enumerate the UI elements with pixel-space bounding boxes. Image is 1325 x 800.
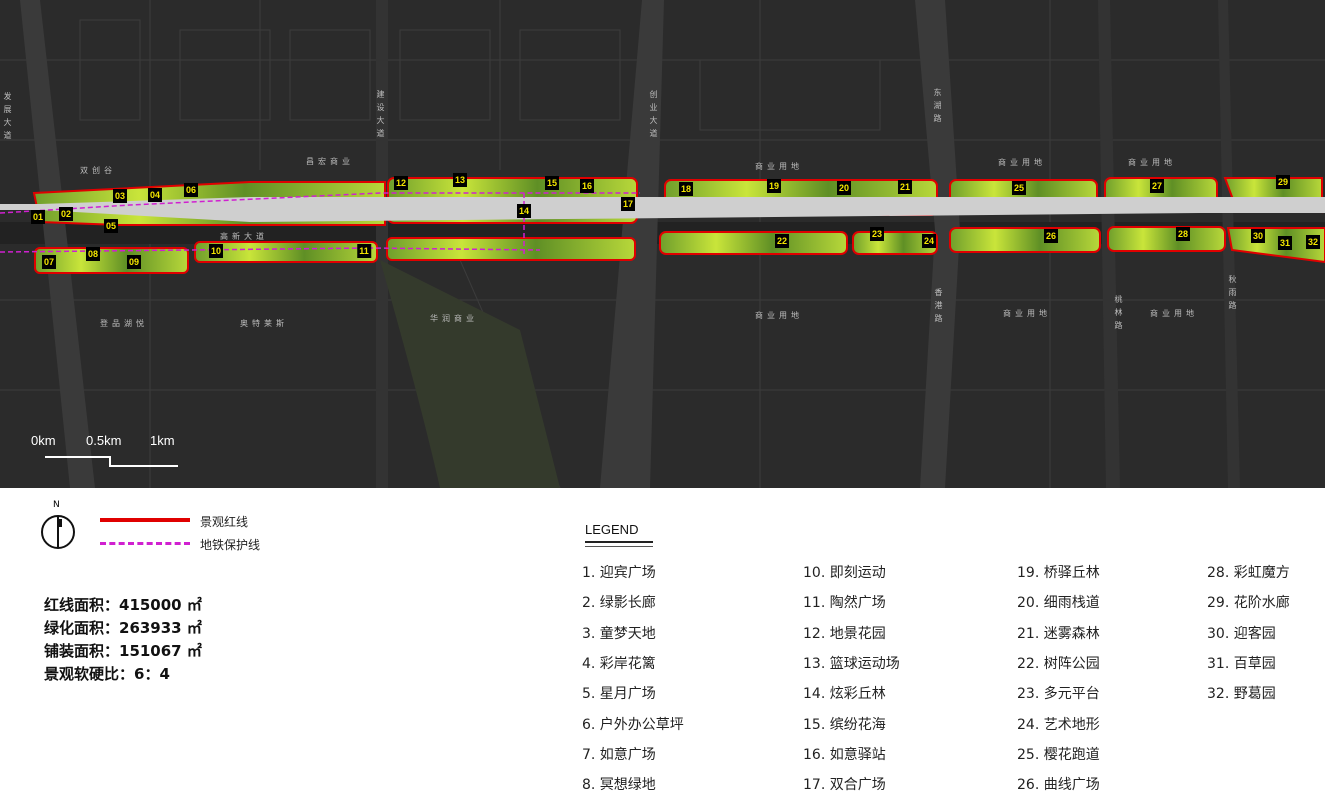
legend-title-underline <box>585 541 653 547</box>
scale-label: 0km <box>31 433 56 448</box>
road-label: 香港路 <box>934 288 943 327</box>
zone-badge: 12 <box>393 176 409 190</box>
area-label: 商业用地 <box>1003 309 1051 318</box>
legend-item: 12. 地景花园 <box>803 625 886 642</box>
legend-item: 19. 桥驿丘林 <box>1017 565 1100 581</box>
area-label: 登品湖悦 <box>100 319 148 328</box>
legend-item: 20. 细雨栈道 <box>1017 595 1100 612</box>
zone-badge: 08 <box>85 247 101 261</box>
scale-label: 1km <box>150 433 175 448</box>
zone-badge: 32 <box>1305 235 1321 249</box>
legend-item: 28. 彩虹魔方 <box>1207 565 1290 581</box>
zone-badge: 25 <box>1011 181 1027 195</box>
zone-badge: 26 <box>1043 229 1059 243</box>
north-arrow-icon <box>41 515 75 549</box>
legend-item: 16. 如意驿站 <box>803 746 886 763</box>
legend-item: 11. 陶然广场 <box>803 595 886 612</box>
legend-item: 8. 冥想绿地 <box>582 777 656 794</box>
zone-badge: 06 <box>183 183 199 197</box>
area-label: 商业用地 <box>998 158 1046 167</box>
zone-badge: 07 <box>41 255 57 269</box>
zone-badge: 15 <box>544 176 560 190</box>
subway-label: 地铁保护线 <box>200 538 261 552</box>
zone-badge: 09 <box>126 255 142 269</box>
zone-badge: 29 <box>1275 175 1291 189</box>
compass-north-label: N <box>53 500 60 510</box>
legend-item: 30. 迎客园 <box>1207 625 1276 642</box>
road-label: 高新大道 <box>220 232 268 241</box>
area-label: 华润商业 <box>430 314 478 323</box>
legend-item: 1. 迎宾广场 <box>582 565 656 581</box>
legend-item: 24. 艺术地形 <box>1017 716 1100 733</box>
zone-badge: 28 <box>1175 227 1191 241</box>
zone-badge: 27 <box>1149 179 1165 193</box>
zone-badge: 20 <box>836 181 852 195</box>
road-label: 桃林路 <box>1114 295 1123 334</box>
zone-badge: 13 <box>452 173 468 187</box>
zone-badge: 04 <box>147 188 163 202</box>
site-plan-map: 01 02 03 04 05 06 07 08 09 10 11 12 13 14 15 16 17 18 19 20… <box>0 0 1325 488</box>
stat-paving-area: 铺装面积：151067 ㎡ <box>44 642 202 660</box>
zone-badge: 18 <box>678 182 694 196</box>
stat-redline-area: 红线面积：415000 ㎡ <box>44 596 202 614</box>
zone-badge: 21 <box>897 180 913 194</box>
scale-bar <box>45 456 178 467</box>
legend-item: 13. 篮球运动场 <box>803 655 900 672</box>
zone-badge: 24 <box>921 234 937 248</box>
stat-green-area: 绿化面积：263933 ㎡ <box>44 619 202 637</box>
zone-badge: 14 <box>516 204 532 218</box>
area-label: 奥特莱斯 <box>240 319 288 328</box>
zone-badge: 11 <box>357 244 371 258</box>
zone-badge: 03 <box>112 189 128 203</box>
road-label: 东湖路 <box>933 88 942 127</box>
legend-item: 32. 野葛园 <box>1207 686 1276 703</box>
legend-item: 7. 如意广场 <box>582 746 656 763</box>
zone-badge: 31 <box>1277 236 1293 250</box>
zone-badge: 17 <box>620 197 636 211</box>
redline-swatch <box>100 518 190 522</box>
stat-soft-hard-ratio: 景观软硬比：6：4 <box>44 665 170 683</box>
area-label: 商业用地 <box>755 162 803 171</box>
legend-item: 31. 百草园 <box>1207 655 1276 672</box>
area-label: 商业用地 <box>755 311 803 320</box>
zone-badge: 16 <box>579 179 595 193</box>
legend-item: 17. 双合广场 <box>803 777 886 794</box>
area-label: 商业用地 <box>1150 309 1198 318</box>
road-label: 创业大道 <box>649 90 658 142</box>
legend-item: 29. 花阶水廊 <box>1207 595 1290 612</box>
zone-badge: 22 <box>774 234 790 248</box>
legend-item: 2. 绿影长廊 <box>582 595 656 612</box>
legend-item: 21. 迷雾森林 <box>1017 625 1100 642</box>
legend-item: 22. 树阵公园 <box>1017 655 1100 672</box>
legend-item: 23. 多元平台 <box>1017 686 1100 703</box>
zone-badge: 30 <box>1250 229 1266 243</box>
road-label: 建设大道 <box>376 90 385 142</box>
legend-item: 14. 炫彩丘林 <box>803 686 886 703</box>
redline-label: 景观红线 <box>200 515 249 529</box>
zone-badge: 01 <box>30 210 46 224</box>
zone-badge: 02 <box>58 207 74 221</box>
legend-item: 26. 曲线广场 <box>1017 777 1100 794</box>
legend-item: 4. 彩岸花篱 <box>582 655 656 672</box>
legend-item: 25. 樱花跑道 <box>1017 746 1100 763</box>
zone-badge: 10 <box>208 244 224 258</box>
area-label: 双创谷 <box>80 166 116 175</box>
scale-label: 0.5km <box>86 433 122 448</box>
road-label: 发展大道 <box>3 92 12 144</box>
zone-badge: 05 <box>103 219 119 233</box>
legend-item: 15. 缤纷花海 <box>803 716 886 733</box>
legend-item: 6. 户外办公草坪 <box>582 716 684 733</box>
zone-badge: 23 <box>869 227 885 241</box>
zone-badge: 19 <box>766 179 782 193</box>
compass: N <box>40 500 76 550</box>
subway-swatch <box>100 542 190 545</box>
legend-item: 5. 星月广场 <box>582 686 656 703</box>
area-label: 昌宏商业 <box>306 157 354 166</box>
legend-item: 10. 即刻运动 <box>803 565 886 581</box>
legend-title: LEGEND <box>585 522 639 537</box>
area-label: 商业用地 <box>1128 158 1176 167</box>
road-label: 秋雨路 <box>1228 275 1237 314</box>
legend-item: 3. 童梦天地 <box>582 625 656 642</box>
map-base <box>0 0 1325 488</box>
